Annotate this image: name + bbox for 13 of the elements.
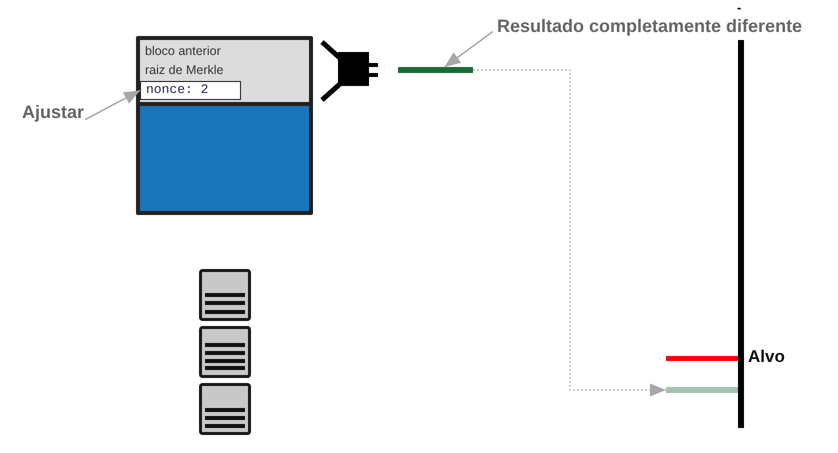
block-field-text: bloco anterior [145,43,221,59]
nonce-field: nonce: 2 [140,81,241,100]
target-label: Alvo [748,347,785,368]
leader-arrow [84,90,140,120]
result-bar [398,67,473,73]
block-field-text: raiz de Merkle [145,62,224,78]
dotted-arrow [472,70,666,396]
result-bar [666,387,738,393]
axis-end-label: - [737,0,742,16]
block-card [136,36,313,215]
callout-text: Ajustar [22,101,84,123]
callout-text: Resultado completamente diferente [497,15,802,37]
leader-arrow [444,30,494,68]
